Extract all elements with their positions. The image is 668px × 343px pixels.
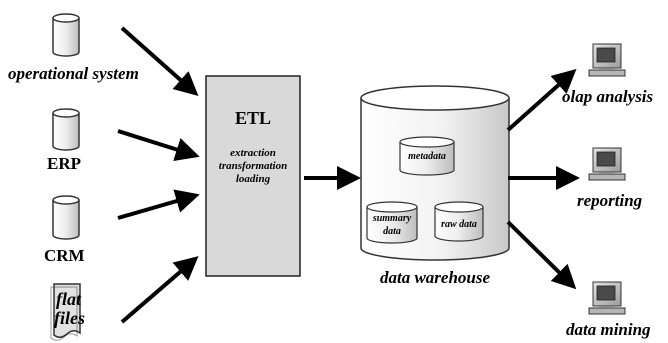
arrow-warehouse-to-olap [506,69,577,132]
arrow-flat-to-etl [120,256,199,324]
crm-label: CRM [44,246,85,265]
olap-analysis-label: olap analysis [562,87,654,106]
etl-title: ETL [234,108,272,128]
arrow-erp-to-etl [117,129,200,162]
etl-step-transformation: transformation [218,160,288,172]
computer-icon-reporting [588,147,626,181]
metadata-cylinder [399,136,455,176]
erp-label: ERP [47,154,81,173]
metadata-label: metadata [408,151,446,162]
summary-data-label-line2: data [383,226,401,237]
data-warehouse-label: data warehouse [379,268,491,287]
etl-step-loading: loading [235,173,271,185]
computer-icon-mining [588,281,626,315]
cylinder-icon-erp [52,108,80,151]
etl-step-extraction: extraction [230,147,276,159]
etl-box [205,75,301,277]
raw-data-cylinder [434,201,484,242]
arrow-crm-to-etl [117,189,200,220]
reporting-label: reporting [577,191,643,210]
summary-data-cylinder [366,201,418,244]
document-icon-flat-files [50,283,81,341]
operational-system-label: operational system [8,64,139,83]
raw-data-label: raw data [441,219,477,230]
flat-files-label-line2: files [54,308,85,328]
arrow-operational-to-etl [120,26,199,96]
flat-files-label-line1: flat [56,289,81,309]
data-mining-label: data mining [566,320,651,339]
summary-data-label-line1: summary [372,213,412,224]
cylinder-icon-crm [52,195,80,240]
arrow-warehouse-to-mining [506,220,577,290]
cylinder-icon-operational [52,13,80,57]
computer-icon-olap [588,43,626,77]
